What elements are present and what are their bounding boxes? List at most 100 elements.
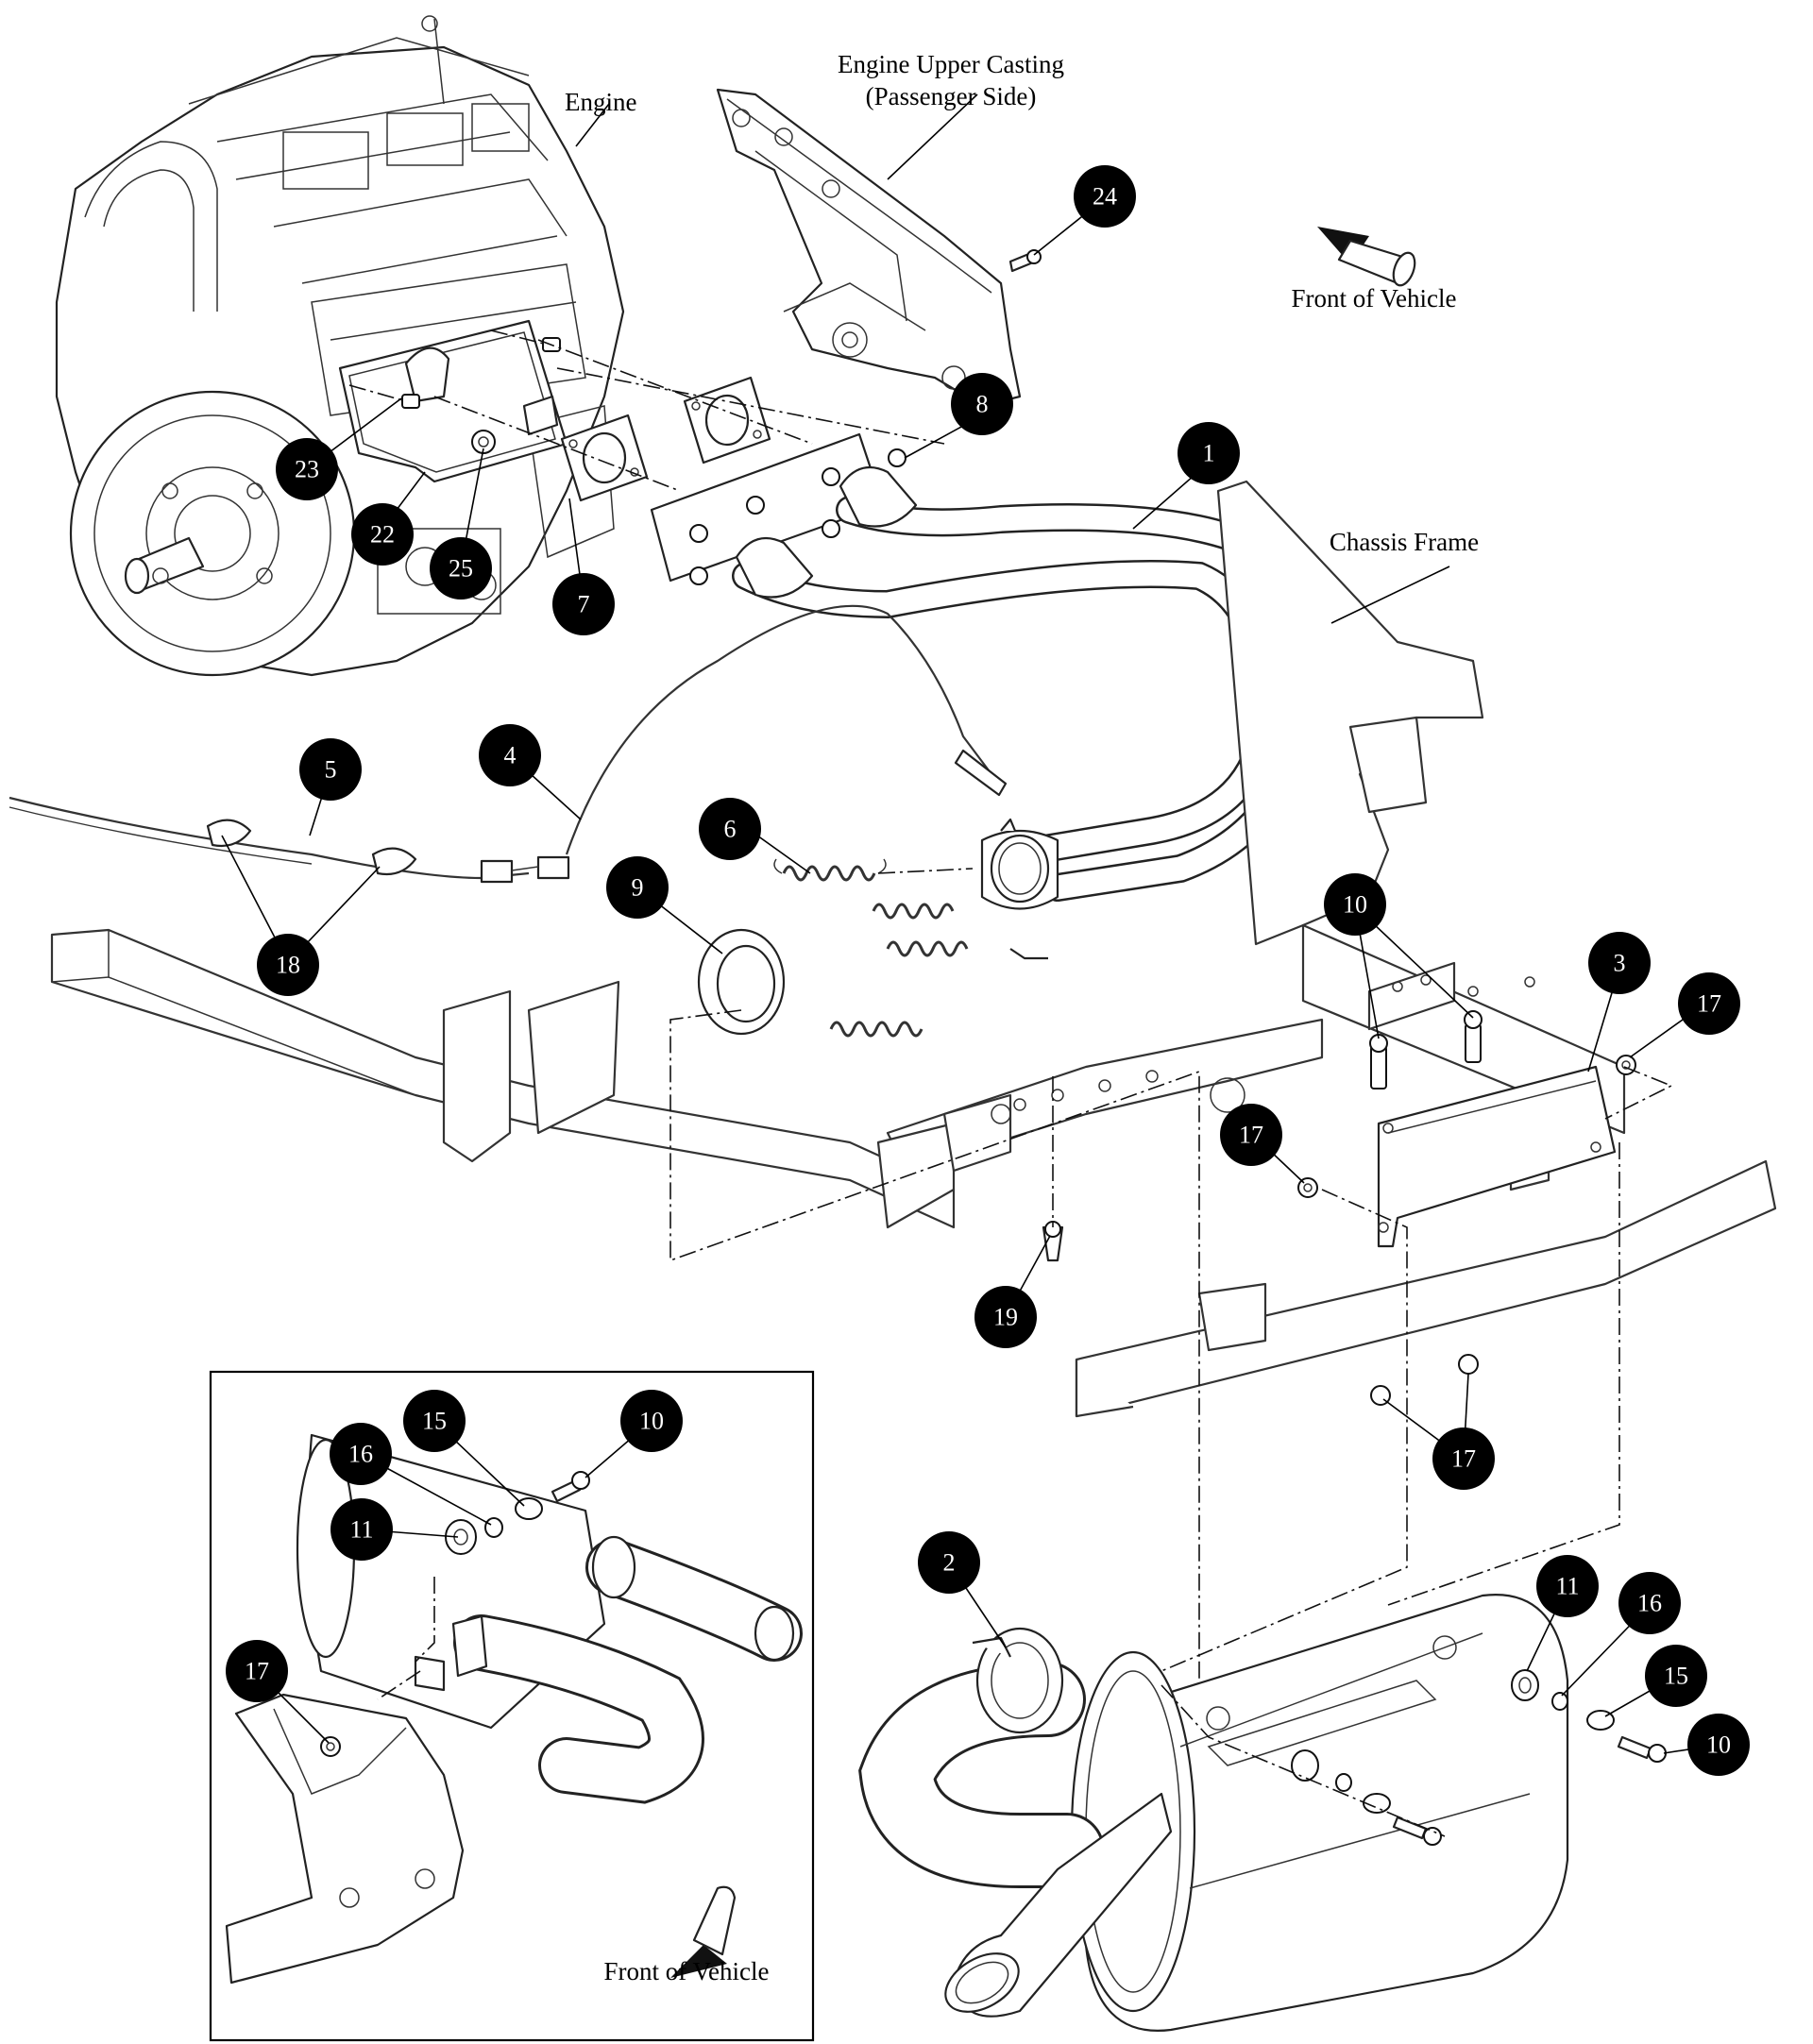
bolt-10a-2 xyxy=(1464,1010,1483,1063)
callout-c10a: 10 xyxy=(1324,873,1386,936)
callout-c17b: 17 xyxy=(1220,1104,1282,1166)
callout-circle xyxy=(552,573,615,635)
callout-circle xyxy=(606,856,669,919)
grommet-rear xyxy=(1291,1749,1319,1782)
callout-circle xyxy=(1536,1555,1599,1617)
callout-circle xyxy=(918,1531,980,1594)
callout-c7: 7 xyxy=(552,573,615,635)
align-dash-shield-top xyxy=(1604,1066,1673,1120)
callout-c11a: 11 xyxy=(330,1498,393,1561)
callout-circle xyxy=(974,1286,1037,1348)
gasket-ring-9 xyxy=(697,928,786,1036)
callout-c4: 4 xyxy=(479,724,541,786)
callout-circle xyxy=(479,724,541,786)
align-dash-gasket xyxy=(669,1009,1200,1737)
align-line-1 xyxy=(433,396,681,492)
callout-number: 17 xyxy=(1697,990,1721,1018)
callout-c2: 2 xyxy=(918,1531,980,1594)
spring-6d xyxy=(829,1021,923,1038)
callout-circle xyxy=(620,1390,683,1452)
callout-c17d: 17 xyxy=(226,1640,288,1702)
callout-number: 15 xyxy=(1664,1663,1688,1690)
callout-number: 9 xyxy=(632,874,644,902)
label-upper-casting-2: (Passenger Side) xyxy=(866,82,1037,110)
callout-number: 10 xyxy=(1343,891,1367,919)
align-dash-mount xyxy=(1387,1142,1620,1606)
callout-c1: 1 xyxy=(1178,422,1240,484)
muffler-2 xyxy=(858,1594,1569,2032)
callout-c15a: 15 xyxy=(403,1390,466,1452)
chassis-frame xyxy=(50,480,1777,1418)
spring-align-line xyxy=(877,868,974,874)
nut-17a xyxy=(1616,1055,1636,1075)
callout-circle xyxy=(1687,1714,1750,1776)
label-front-of-vehicle-top: Front of Vehicle xyxy=(1292,284,1457,313)
callout-number: 3 xyxy=(1614,950,1626,977)
callout-number: 4 xyxy=(504,742,517,769)
callout-number: 6 xyxy=(724,816,737,843)
spring-6a xyxy=(773,858,887,882)
callout-circle xyxy=(430,537,492,600)
front-arrow-icon xyxy=(1317,227,1416,287)
callout-number: 7 xyxy=(578,591,590,618)
gasket-upper xyxy=(683,376,771,465)
callout-number: 10 xyxy=(639,1408,664,1435)
callout-circle xyxy=(1324,873,1386,936)
callout-number: 24 xyxy=(1093,183,1117,211)
wire-harness-5 xyxy=(8,796,570,884)
callout-c10c: 10 xyxy=(1687,1714,1750,1776)
label-front-of-vehicle-inset: Front of Vehicle xyxy=(604,1957,770,1985)
callout-number: 11 xyxy=(1555,1573,1579,1600)
callout-number: 22 xyxy=(370,521,395,549)
callout-c23: 23 xyxy=(276,438,338,500)
callout-circle xyxy=(299,738,362,801)
callout-circle xyxy=(330,1423,392,1485)
callout-circle xyxy=(1432,1427,1495,1490)
heat-shield-plate-22 xyxy=(338,319,568,483)
callout-number: 2 xyxy=(943,1549,956,1577)
callout-number: 16 xyxy=(1637,1590,1662,1617)
callout-c3: 3 xyxy=(1588,932,1651,994)
callout-c5: 5 xyxy=(299,738,362,801)
clip-18b xyxy=(371,847,417,876)
callout-circle xyxy=(403,1390,466,1452)
clip-18a xyxy=(206,819,252,848)
callout-number: 18 xyxy=(276,952,300,979)
callout-c15b: 15 xyxy=(1645,1645,1707,1707)
callout-c9: 9 xyxy=(606,856,669,919)
grommet-11b xyxy=(1511,1669,1539,1701)
callout-number: 16 xyxy=(348,1441,373,1468)
callout-number: 15 xyxy=(422,1408,447,1435)
bolt-24 xyxy=(1008,249,1042,273)
callout-number: 10 xyxy=(1706,1731,1731,1759)
callout-c16b: 16 xyxy=(1618,1572,1681,1634)
align-line-3 xyxy=(556,367,945,445)
washer-rear xyxy=(1363,1793,1391,1814)
callout-circle xyxy=(257,934,319,996)
inset-detail xyxy=(209,1370,815,2042)
callout-circle xyxy=(1645,1645,1707,1707)
bolt-10c xyxy=(1617,1735,1667,1763)
callout-c25: 25 xyxy=(430,537,492,600)
clip-19 xyxy=(1042,1221,1064,1262)
gasket-7 xyxy=(560,414,649,502)
callout-circle xyxy=(276,438,338,500)
callout-circle xyxy=(1678,972,1740,1035)
callout-number: 17 xyxy=(1239,1122,1263,1149)
callout-circle xyxy=(351,503,414,566)
callout-circle xyxy=(1220,1104,1282,1166)
callout-circle xyxy=(330,1498,393,1561)
exhaust-header-1 xyxy=(650,432,1319,960)
label-upper-casting-1: Engine Upper Casting xyxy=(838,50,1064,78)
spring-6c xyxy=(886,940,969,957)
engine-upper-casting xyxy=(716,88,1022,408)
callout-number: 17 xyxy=(1451,1445,1476,1473)
align-dash-muffler xyxy=(1161,1684,1446,1837)
callout-c22: 22 xyxy=(351,503,414,566)
callout-number: 1 xyxy=(1203,440,1215,467)
nut-25 xyxy=(471,430,496,454)
callout-circle xyxy=(1618,1572,1681,1634)
callout-c6: 6 xyxy=(699,798,761,860)
callout-number: 25 xyxy=(449,555,473,583)
